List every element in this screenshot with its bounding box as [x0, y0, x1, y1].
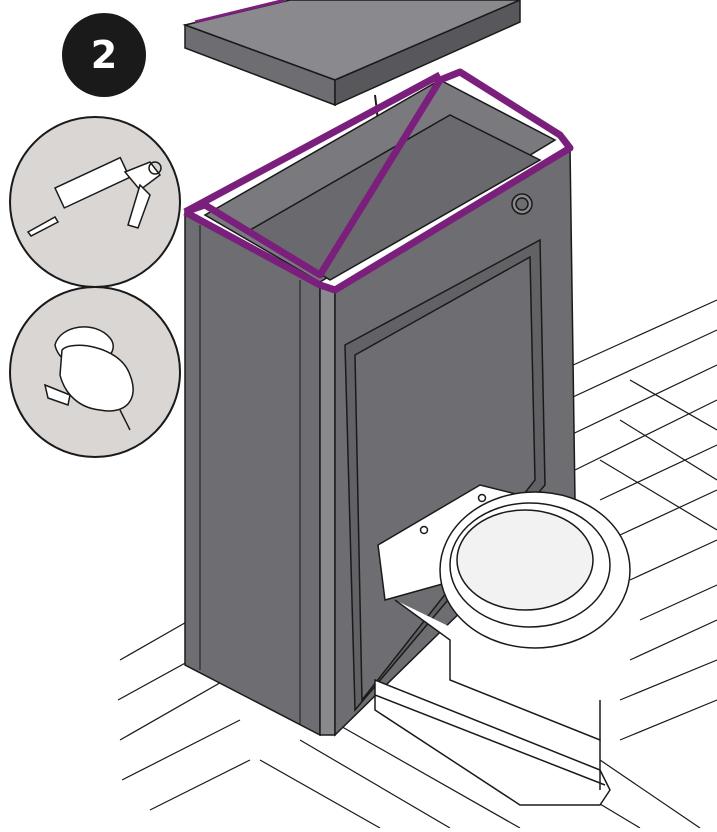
wipe-cloth-icon — [43, 326, 134, 431]
sealant-gun-circle — [9, 116, 181, 288]
step-number-badge: 2 — [62, 13, 146, 97]
toilet — [374, 484, 631, 806]
wipe-cloth-circle — [9, 286, 181, 458]
sealant-gun-icon — [26, 156, 162, 237]
countertop-panel — [182, 0, 521, 107]
